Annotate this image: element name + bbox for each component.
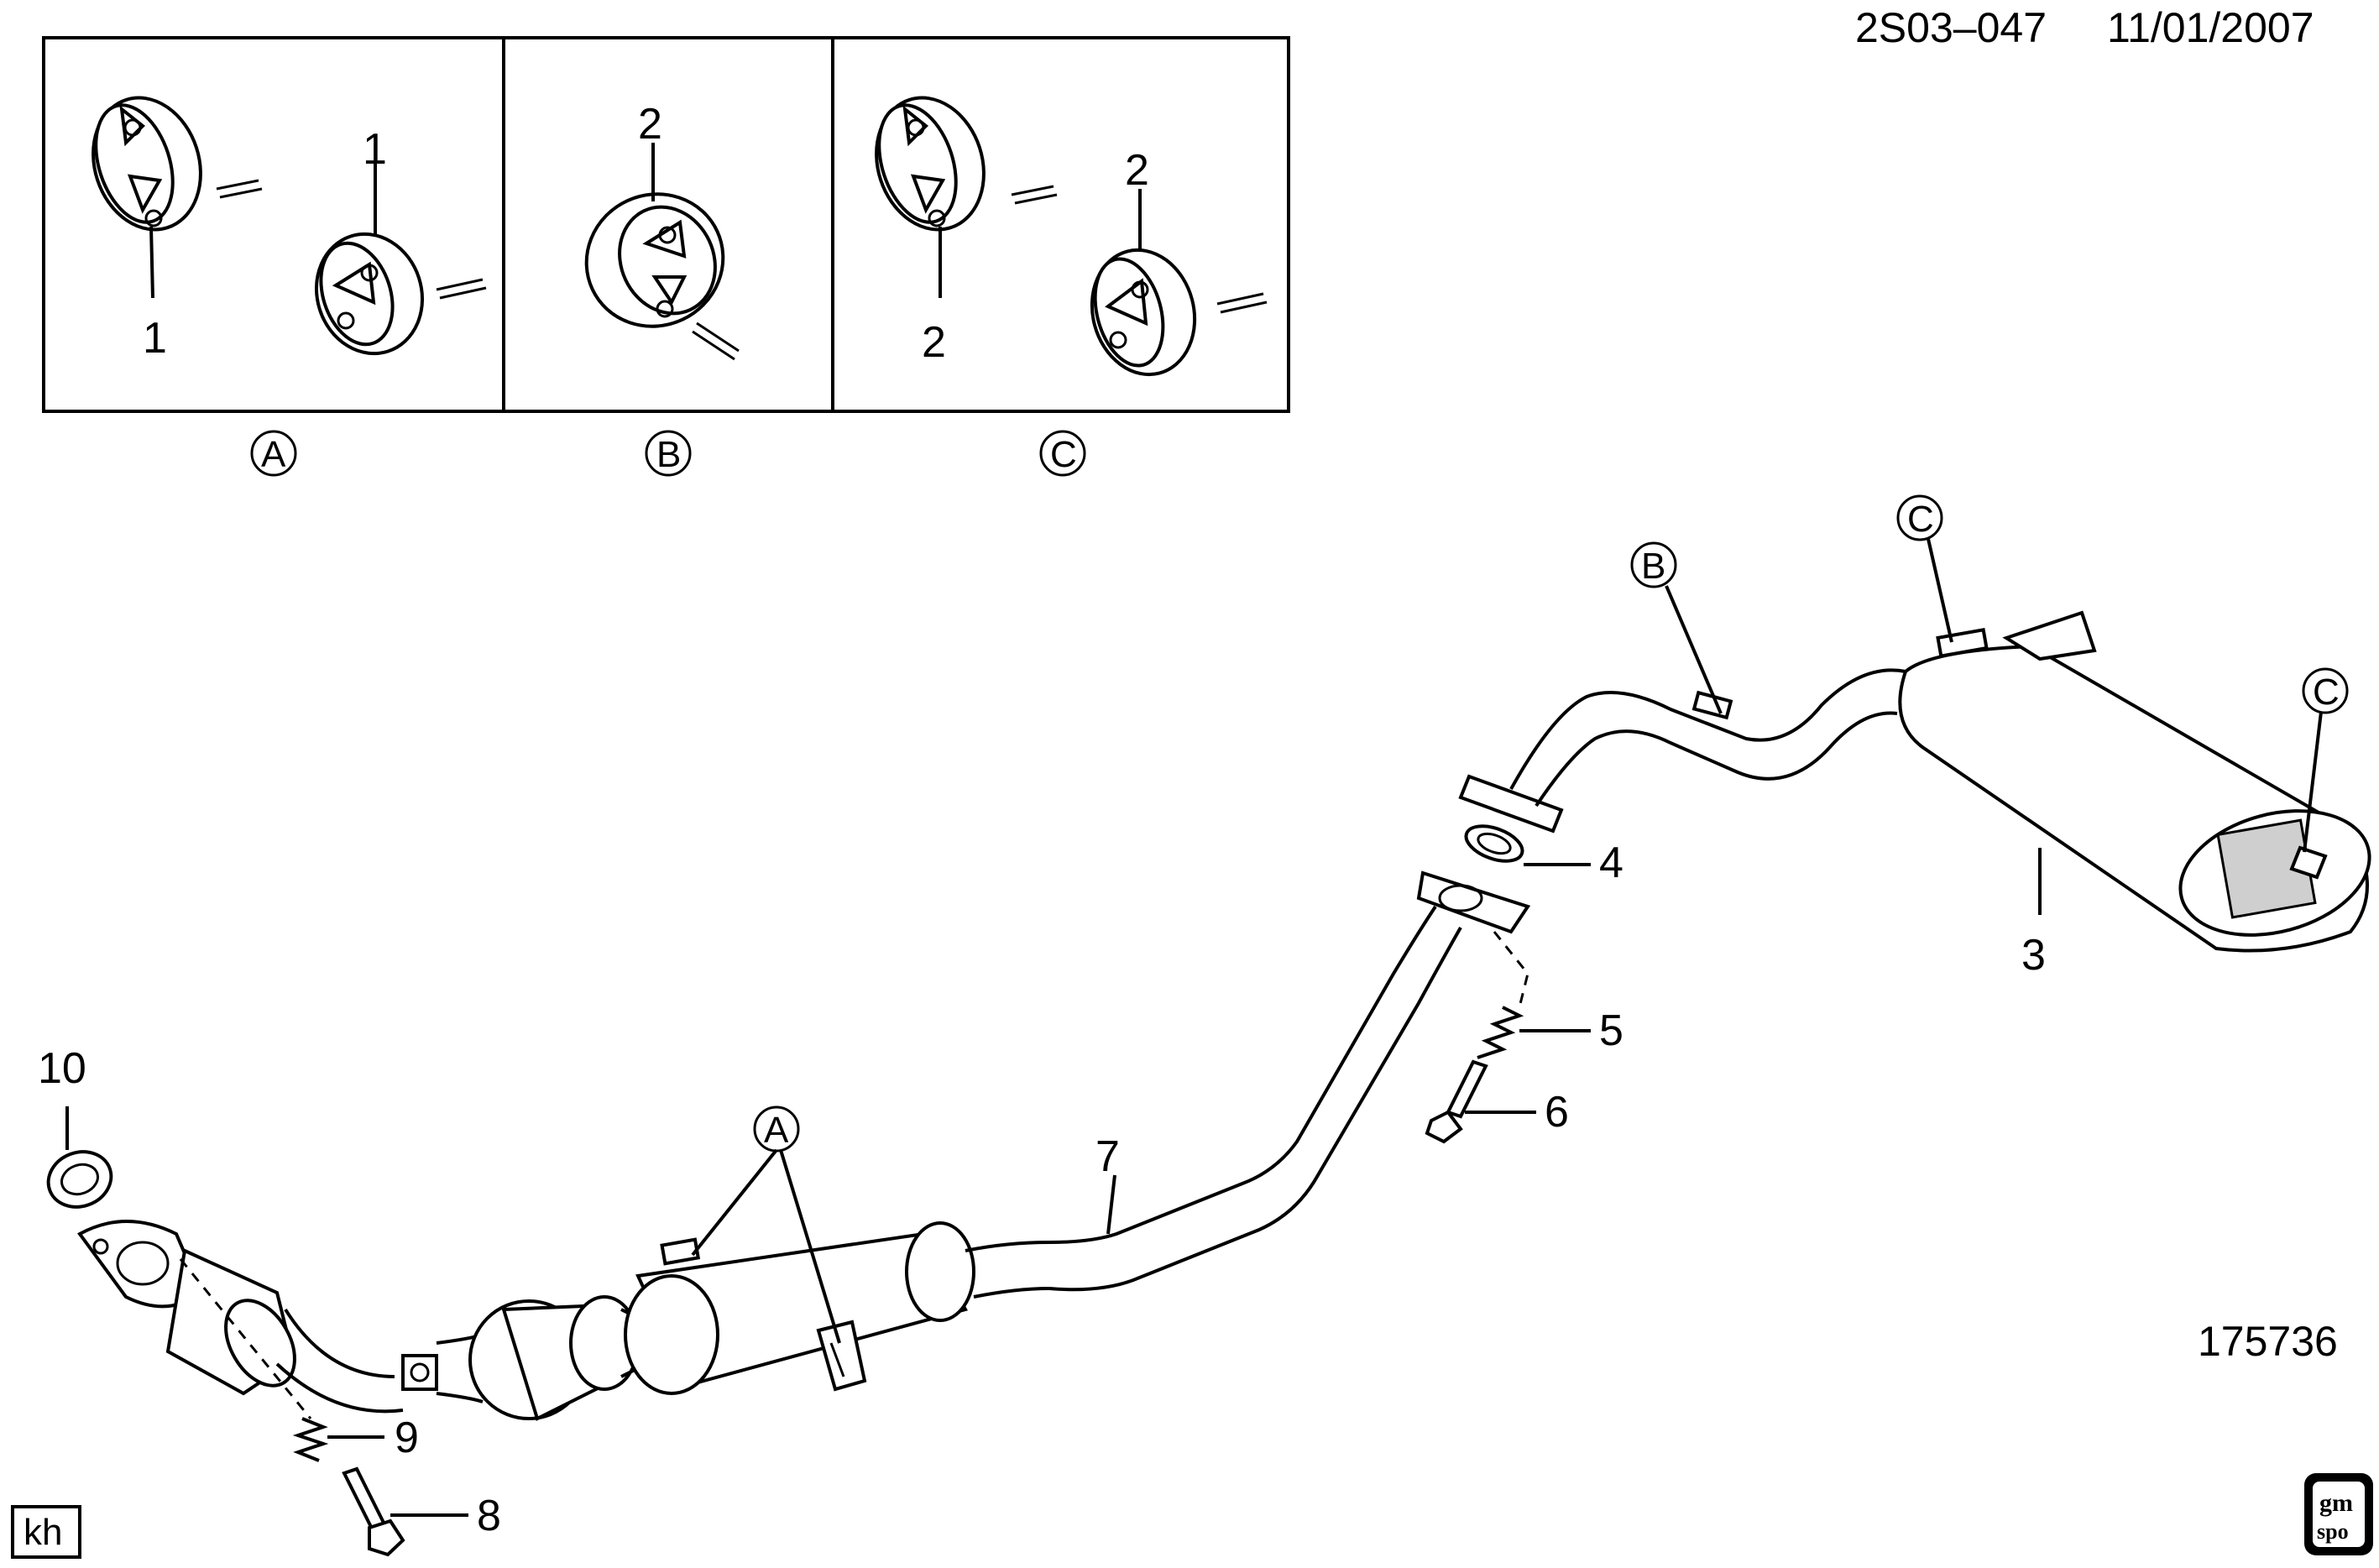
doc-code: 2S03–047 xyxy=(1855,4,2047,51)
ref-callout-a: A xyxy=(691,1105,841,1344)
part-6-bolt xyxy=(1425,1059,1488,1144)
part-10-gasket xyxy=(46,1150,113,1209)
inset-panels: 1 1 xyxy=(42,36,1290,477)
callout-3: 3 xyxy=(2021,931,2046,980)
initials-box: kh xyxy=(11,1505,81,1559)
inset-a-label-lower: 1 xyxy=(143,314,167,363)
callout-6: 6 xyxy=(1545,1088,1569,1137)
hanger-insulator-c-upper xyxy=(875,96,1058,232)
svg-text:B: B xyxy=(656,434,681,475)
inset-c-label-lower: 2 xyxy=(922,318,946,367)
svg-text:C: C xyxy=(1050,434,1077,475)
part-4-gasket xyxy=(1464,824,1524,863)
leader-a-1-lower xyxy=(149,226,154,299)
front-pipe-converter xyxy=(77,1220,438,1414)
inset-panel-b: 2 xyxy=(584,100,740,361)
illustration-number: 175736 xyxy=(2198,1318,2338,1365)
hanger-insulator-a-upper xyxy=(92,96,263,232)
callout-8: 8 xyxy=(477,1492,501,1540)
inset-caption-b: B xyxy=(645,430,692,477)
svg-text:C: C xyxy=(1907,499,1934,540)
part-8-bolt xyxy=(342,1466,405,1557)
doc-date: 11/01/2007 xyxy=(2107,4,2314,51)
svg-text:A: A xyxy=(764,1110,789,1151)
ref-callout-c-lower: C xyxy=(2302,667,2349,853)
callout-9: 9 xyxy=(395,1414,419,1462)
inset-a-label-upper: 1 xyxy=(363,125,387,174)
svg-text:spo: spo xyxy=(2317,1519,2349,1544)
svg-text:A: A xyxy=(261,434,286,475)
svg-text:C: C xyxy=(2313,672,2340,713)
callout-5: 5 xyxy=(1599,1006,1623,1055)
hanger-insulator-b xyxy=(584,192,740,361)
part-7-converter-body xyxy=(436,1221,1050,1421)
part-7-intermediate-pipe xyxy=(1048,905,1462,1292)
part-3-muffler-pipe xyxy=(1458,610,2371,953)
inset-c-label-upper: 2 xyxy=(1125,146,1149,195)
ref-callout-c-upper: C xyxy=(1896,494,1953,643)
svg-text:gm: gm xyxy=(2319,1489,2353,1517)
callout-7: 7 xyxy=(1095,1132,1120,1181)
ref-callout-b: B xyxy=(1630,541,1723,714)
callout-10: 10 xyxy=(38,1044,86,1093)
inset-panel-a: 1 1 xyxy=(92,96,487,363)
part-5-spring xyxy=(1477,931,1529,1059)
gm-spo-logo: gm spo xyxy=(2304,1473,2373,1555)
svg-text:B: B xyxy=(1641,546,1665,587)
hanger-insulator-a-lower xyxy=(314,232,487,356)
svg-text:kh: kh xyxy=(24,1512,62,1553)
inset-b-label: 2 xyxy=(638,100,662,149)
callout-4: 4 xyxy=(1599,839,1623,887)
leader-7 xyxy=(1106,1174,1116,1235)
inset-panel-c: 2 2 xyxy=(875,96,1268,377)
part-9-spring xyxy=(179,1258,329,1462)
inset-caption-c: C xyxy=(1039,430,1086,477)
inset-caption-a: A xyxy=(250,430,297,477)
pipe-flange-rear xyxy=(1416,870,1531,934)
hanger-insulator-c-lower xyxy=(1090,248,1268,377)
